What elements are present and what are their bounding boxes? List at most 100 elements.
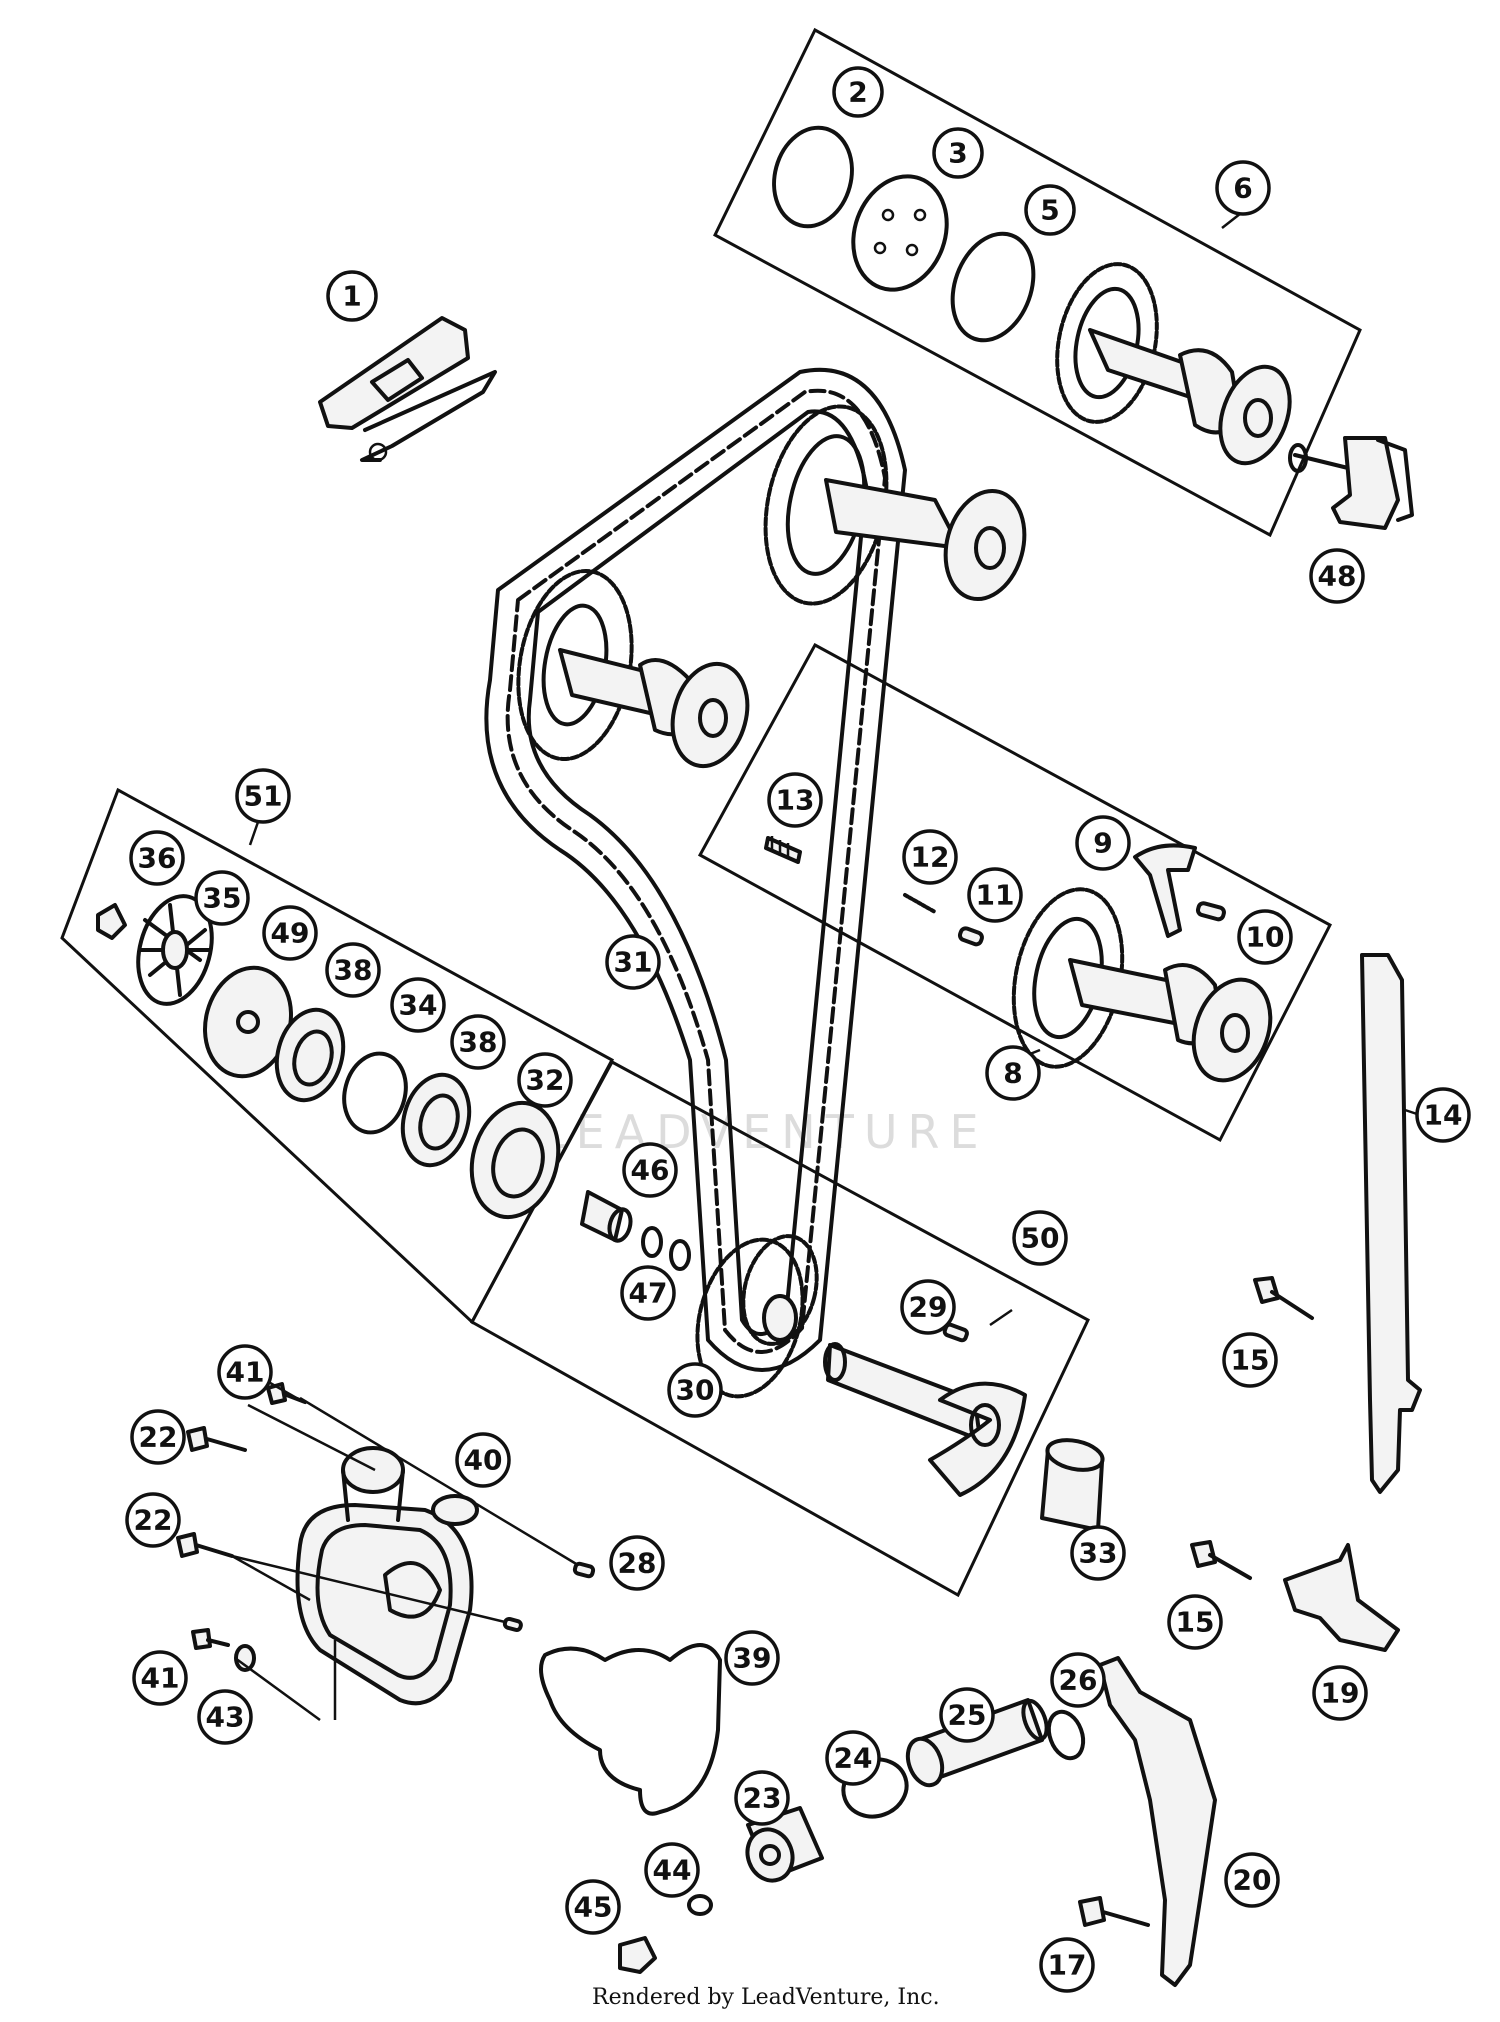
- water-pump-cover: [295, 1446, 479, 1706]
- callout-44-label: 44: [653, 1854, 692, 1887]
- callout-12-label: 12: [911, 841, 950, 874]
- part-47-washers: [641, 1226, 691, 1271]
- callout-12: 12: [902, 829, 958, 885]
- callout-41-label: 41: [226, 1356, 265, 1389]
- callout-51-label: 51: [244, 780, 283, 813]
- part-30-crank-sprocket: [695, 1234, 819, 1399]
- part-28-pin: [502, 1561, 596, 1633]
- callout-19: 19: [1312, 1665, 1368, 1721]
- callout-3-label: 3: [948, 137, 967, 170]
- callout-38-b: 38: [450, 1014, 506, 1070]
- callout-1: 1: [326, 270, 378, 322]
- callout-48: 48: [1309, 548, 1365, 604]
- callout-15-label: 15: [1231, 1344, 1270, 1377]
- callout-26-label: 26: [1059, 1664, 1098, 1697]
- callout-22-b-label: 22: [134, 1504, 173, 1537]
- part-35-impeller: [136, 894, 214, 1006]
- callout-43-label: 43: [206, 1701, 245, 1734]
- callout-40: 40: [455, 1432, 511, 1488]
- callout-28-label: 28: [618, 1547, 657, 1580]
- callout-25: 25: [939, 1687, 995, 1743]
- callout-11-label: 11: [976, 879, 1015, 912]
- callout-39: 39: [724, 1630, 780, 1686]
- part-15-bolt: [1253, 1276, 1314, 1320]
- callout-2: 2: [832, 66, 884, 118]
- callout-41-b-label: 41: [141, 1662, 180, 1695]
- callout-38: 38: [325, 942, 381, 998]
- callout-30: 30: [667, 1362, 723, 1418]
- callout-8: 8: [985, 1045, 1041, 1101]
- part-3-plate: [851, 174, 949, 292]
- balancer-shaft: [823, 1342, 1027, 1497]
- part-13-pin: [764, 836, 802, 864]
- part-33-bushing: [1040, 1438, 1105, 1532]
- callout-17-label: 17: [1048, 1949, 1087, 1982]
- callout-43: 43: [197, 1689, 253, 1745]
- callout-25-label: 25: [948, 1699, 987, 1732]
- part-26-o-ring: [1046, 1709, 1086, 1761]
- callout-22-label: 22: [139, 1421, 178, 1454]
- callout-47-label: 47: [629, 1277, 668, 1310]
- part-34-ring: [342, 1051, 408, 1135]
- watermark: LEADVENTURE: [540, 1105, 989, 1159]
- part-11-pin: [957, 926, 984, 947]
- callout-20-label: 20: [1233, 1864, 1272, 1897]
- part-12-spring: [903, 893, 937, 914]
- part-22-bolt: [186, 1426, 247, 1452]
- part-19-tensioner-arm: [1283, 1543, 1400, 1652]
- part-46-bushing: [580, 1190, 633, 1243]
- callout-33-label: 33: [1079, 1537, 1118, 1570]
- callout-13-label: 13: [776, 784, 815, 817]
- callout-24-label: 24: [834, 1742, 873, 1775]
- callout-35-label: 35: [203, 882, 242, 915]
- part-23-tensioner-plug: [745, 1806, 824, 1883]
- callout-30-label: 30: [676, 1374, 715, 1407]
- callout-50: 50: [1012, 1210, 1068, 1266]
- group-box-50: [469, 1059, 1090, 1598]
- callout-29: 29: [900, 1279, 956, 1335]
- callout-49-label: 49: [271, 917, 310, 950]
- callout-24: 24: [825, 1730, 881, 1786]
- part-22-bolt-b: [176, 1532, 234, 1558]
- group-box-6: [713, 27, 1362, 538]
- part-29-key: [942, 1322, 969, 1343]
- callout-6: 6: [1215, 160, 1271, 216]
- callout-22-b: 22: [125, 1492, 181, 1548]
- part-38-seal: [274, 1007, 346, 1103]
- callout-10-label: 10: [1246, 921, 1285, 954]
- callout-46: 46: [622, 1142, 678, 1198]
- callout-29-label: 29: [909, 1291, 948, 1324]
- part-32-bearing: [469, 1100, 561, 1220]
- callout-9-label: 9: [1093, 827, 1112, 860]
- callout-44: 44: [644, 1842, 700, 1898]
- callout-41: 41: [217, 1344, 273, 1400]
- callout-8-label: 8: [1003, 1057, 1022, 1090]
- group-box-8: [697, 642, 1333, 1143]
- callout-32: 32: [517, 1052, 573, 1108]
- part-41-bolt-b: [191, 1628, 230, 1650]
- callout-47: 47: [620, 1265, 676, 1321]
- callout-38-label: 38: [334, 954, 373, 987]
- callout-14-label: 14: [1424, 1099, 1463, 1132]
- callout-33: 33: [1070, 1525, 1126, 1581]
- callout-26: 26: [1050, 1652, 1106, 1708]
- callout-22: 22: [130, 1409, 186, 1465]
- part-9-lever: [1133, 843, 1197, 938]
- callout-50-label: 50: [1021, 1222, 1060, 1255]
- callout-32-label: 32: [526, 1064, 565, 1097]
- callout-1-label: 1: [342, 280, 361, 313]
- callout-5-label: 5: [1040, 194, 1059, 227]
- callout-10: 10: [1237, 909, 1293, 965]
- part-38-seal-b: [400, 1072, 472, 1168]
- part-2-circlip: [772, 125, 854, 229]
- callout-34-label: 34: [399, 989, 438, 1022]
- callout-38-b-label: 38: [459, 1026, 498, 1059]
- callout-9: 9: [1075, 815, 1131, 871]
- callout-40-label: 40: [464, 1444, 503, 1477]
- callout-31-label: 31: [614, 946, 653, 979]
- callout-13: 13: [767, 772, 823, 828]
- left-cam-sprocket: [516, 568, 750, 769]
- part-48-sensor: [1288, 436, 1414, 530]
- render-credit: Rendered by LeadVenture, Inc.: [592, 1985, 940, 2010]
- callout-11: 11: [967, 867, 1023, 923]
